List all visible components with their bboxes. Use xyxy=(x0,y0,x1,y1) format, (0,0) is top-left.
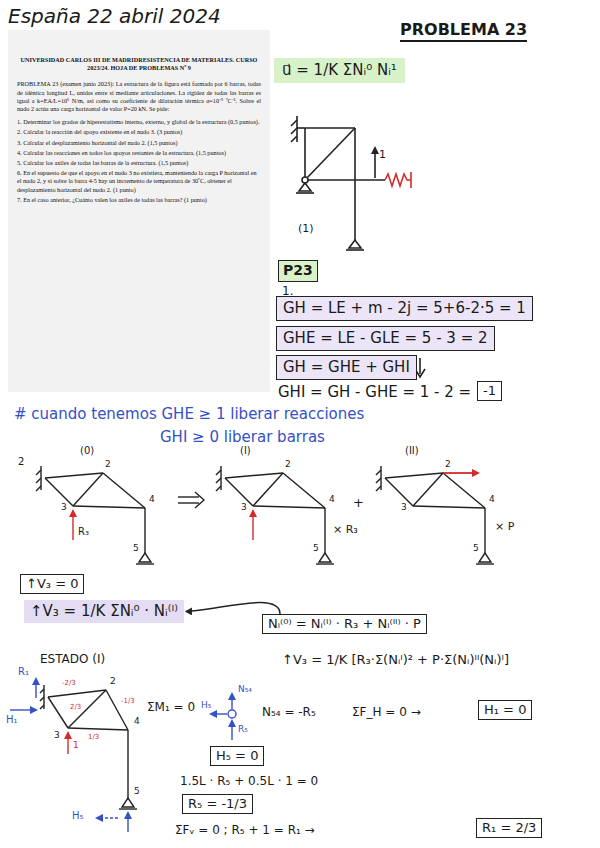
note-text: 2 xyxy=(285,459,291,470)
note-text: (I) xyxy=(240,445,251,457)
note-text: 1 xyxy=(73,740,79,751)
note-text: -2/3 xyxy=(62,679,76,687)
box-text: R₁ = 2/3 xyxy=(482,820,536,836)
note-text: 1/3 xyxy=(88,733,99,741)
note-text: N₅₄ xyxy=(238,684,252,695)
box-body-text: 5. Calcular los axiles de todas las barr… xyxy=(17,159,261,167)
box-text: u⃗ = 1/K ΣNᵢ⁰ Nᵢ¹ xyxy=(282,61,397,80)
note-text: ΣM₁ = 0 xyxy=(147,700,195,714)
note-text: GHI ≥ 0 liberar barras xyxy=(160,428,325,446)
note-text: × P xyxy=(495,520,514,533)
box-text: -1 xyxy=(483,383,496,399)
note-text: ESTADO (I) xyxy=(40,652,105,666)
result-box: -1 xyxy=(477,381,502,401)
note-text: 2 xyxy=(445,459,451,470)
note-text: H₅ xyxy=(72,810,84,822)
note-text: 4 xyxy=(489,494,495,505)
note-text: 2 xyxy=(105,459,111,470)
note-text: ΣF_H = 0 → xyxy=(352,705,421,719)
note-text: H₅ xyxy=(201,700,211,711)
note-text: PROBLEMA 23 xyxy=(400,20,527,42)
note-text: -1/3 xyxy=(121,697,135,705)
note-text: GHI = GH - GHE = 1 - 2 = xyxy=(278,383,471,401)
box-text: ↑V₃ = 0 xyxy=(26,576,78,592)
problem-tag: P23 xyxy=(278,260,318,282)
note-text: + xyxy=(353,495,364,511)
truss-state-2 xyxy=(376,466,494,564)
note-text: ↑V₃ = 1/K [R₃·Σ(Nᵢᴵ)² + P·Σ(Nᵢ)ᴵᴵ(Nᵢ)ᴵ] xyxy=(282,652,509,668)
note-text: R₃ xyxy=(78,526,89,538)
note-text: 3 xyxy=(54,730,60,741)
reference-sketch xyxy=(291,116,411,250)
note-text: 2 xyxy=(18,456,24,468)
box-body-text: 7. En el caso anterior, ¿Cuánto valen lo… xyxy=(17,196,261,204)
equation-box: GHE = LE - GLE = 5 - 3 = 2 xyxy=(276,326,495,351)
box-body-text: 4. Calcular las reacciones en todos los … xyxy=(17,149,261,157)
box-text: H₁ = 0 xyxy=(484,702,526,718)
box-text: R₅ = -1/3 xyxy=(188,796,247,812)
box-text: GH = LE + m - 2j = 5+6-2·5 = 1 xyxy=(283,299,526,318)
box-text: GH = GHE + GHI xyxy=(283,358,410,377)
note-text: R₁ xyxy=(18,666,29,678)
equation-band: ↑V₃ = 1/K ΣNᵢ⁰ · Nᵢ⁽ᴵ⁾ xyxy=(24,600,184,623)
equation-box: GH = GHE + GHI xyxy=(276,355,417,380)
curved-arrow xyxy=(186,603,280,614)
formula-box: u⃗ = 1/K ΣNᵢ⁰ Nᵢ¹ xyxy=(274,58,405,83)
note-text: 4 xyxy=(134,716,140,727)
note-text: 5 xyxy=(473,543,479,554)
equation-box: GH = LE + m - 2j = 5+6-2·5 = 1 xyxy=(276,296,533,321)
note-text: 4 xyxy=(329,494,335,505)
note-text: 1.5L · R₅ + 0.5L · 1 = 0 xyxy=(180,774,318,788)
note-text: 2/3 xyxy=(70,703,81,711)
truss-state-I xyxy=(10,677,137,832)
note-text: 5 xyxy=(133,543,139,554)
note-text: 3 xyxy=(401,502,407,513)
equation-box: Nᵢ⁽⁰⁾ = Nᵢ⁽ᴵ⁾ · R₃ + Nᵢ⁽ᴵᴵ⁾ · P xyxy=(262,614,427,634)
result-box: R₁ = 2/3 xyxy=(476,818,542,838)
box-text: GHE = LE - GLE = 5 - 3 = 2 xyxy=(283,329,488,348)
note-text: H₁ xyxy=(6,714,18,726)
box-body-text: PROBLEMA 23 (examen junio 2023): La estr… xyxy=(17,80,261,113)
exam-sheet: UNIVERSIDAD CARLOS III DE MADRIDRESISTEN… xyxy=(8,30,270,392)
box-text: ↑V₃ = 1/K ΣNᵢ⁰ · Nᵢ⁽ᴵ⁾ xyxy=(30,602,178,621)
note-text: # cuando tenemos GHE ≥ 1 liberar reaccio… xyxy=(14,405,364,423)
note-text: 3 xyxy=(241,502,247,513)
note-text: 3 xyxy=(61,502,67,513)
note-text: 5 xyxy=(134,786,140,797)
box-body-text: 2. Calcular la reacción del apoyo existe… xyxy=(17,128,261,136)
box-text: Nᵢ⁽⁰⁾ = Nᵢ⁽ᴵ⁾ · R₃ + Nᵢ⁽ᴵᴵ⁾ · P xyxy=(268,616,421,632)
box-body-text: 6. En el supuesto de que el apoyo en el … xyxy=(17,169,261,194)
box-text: UNIVERSIDAD CARLOS III DE MADRIDRESISTEN… xyxy=(17,56,261,72)
free-body-node-5 xyxy=(209,692,236,740)
note-text: 2 xyxy=(110,676,116,687)
note-text: (II) xyxy=(405,445,419,457)
note-text: 1 xyxy=(379,148,386,161)
note-text: España 22 abril 2024 xyxy=(8,4,221,28)
result-box: H₅ = 0 xyxy=(210,746,264,766)
truss-state-1 xyxy=(216,466,334,564)
box-body-text: 3. Calcular el desplazamiento horizontal… xyxy=(17,139,261,147)
note-text: N₅₄ = -R₅ xyxy=(262,705,316,719)
note-text: × R₃ xyxy=(333,523,358,536)
box-text: P23 xyxy=(283,262,313,280)
note-text: ΣFᵥ = 0 ; R₅ + 1 = R₁ → xyxy=(175,823,315,837)
note-text: 5 xyxy=(313,543,319,554)
box-text: H₅ = 0 xyxy=(216,748,258,764)
note-text: 4 xyxy=(149,494,155,505)
result-box: H₁ = 0 xyxy=(478,700,532,720)
note-text: R₅ xyxy=(238,724,248,735)
truss-state-0 xyxy=(36,466,154,564)
note-text: (0) xyxy=(80,445,94,457)
condition-box: ↑V₃ = 0 xyxy=(20,574,84,594)
note-text: (1) xyxy=(298,222,314,235)
implies-arrow xyxy=(178,492,204,508)
box-body-text: 1. Determinar los grados de hiperestatis… xyxy=(17,118,261,126)
result-box: R₅ = -1/3 xyxy=(182,794,253,814)
